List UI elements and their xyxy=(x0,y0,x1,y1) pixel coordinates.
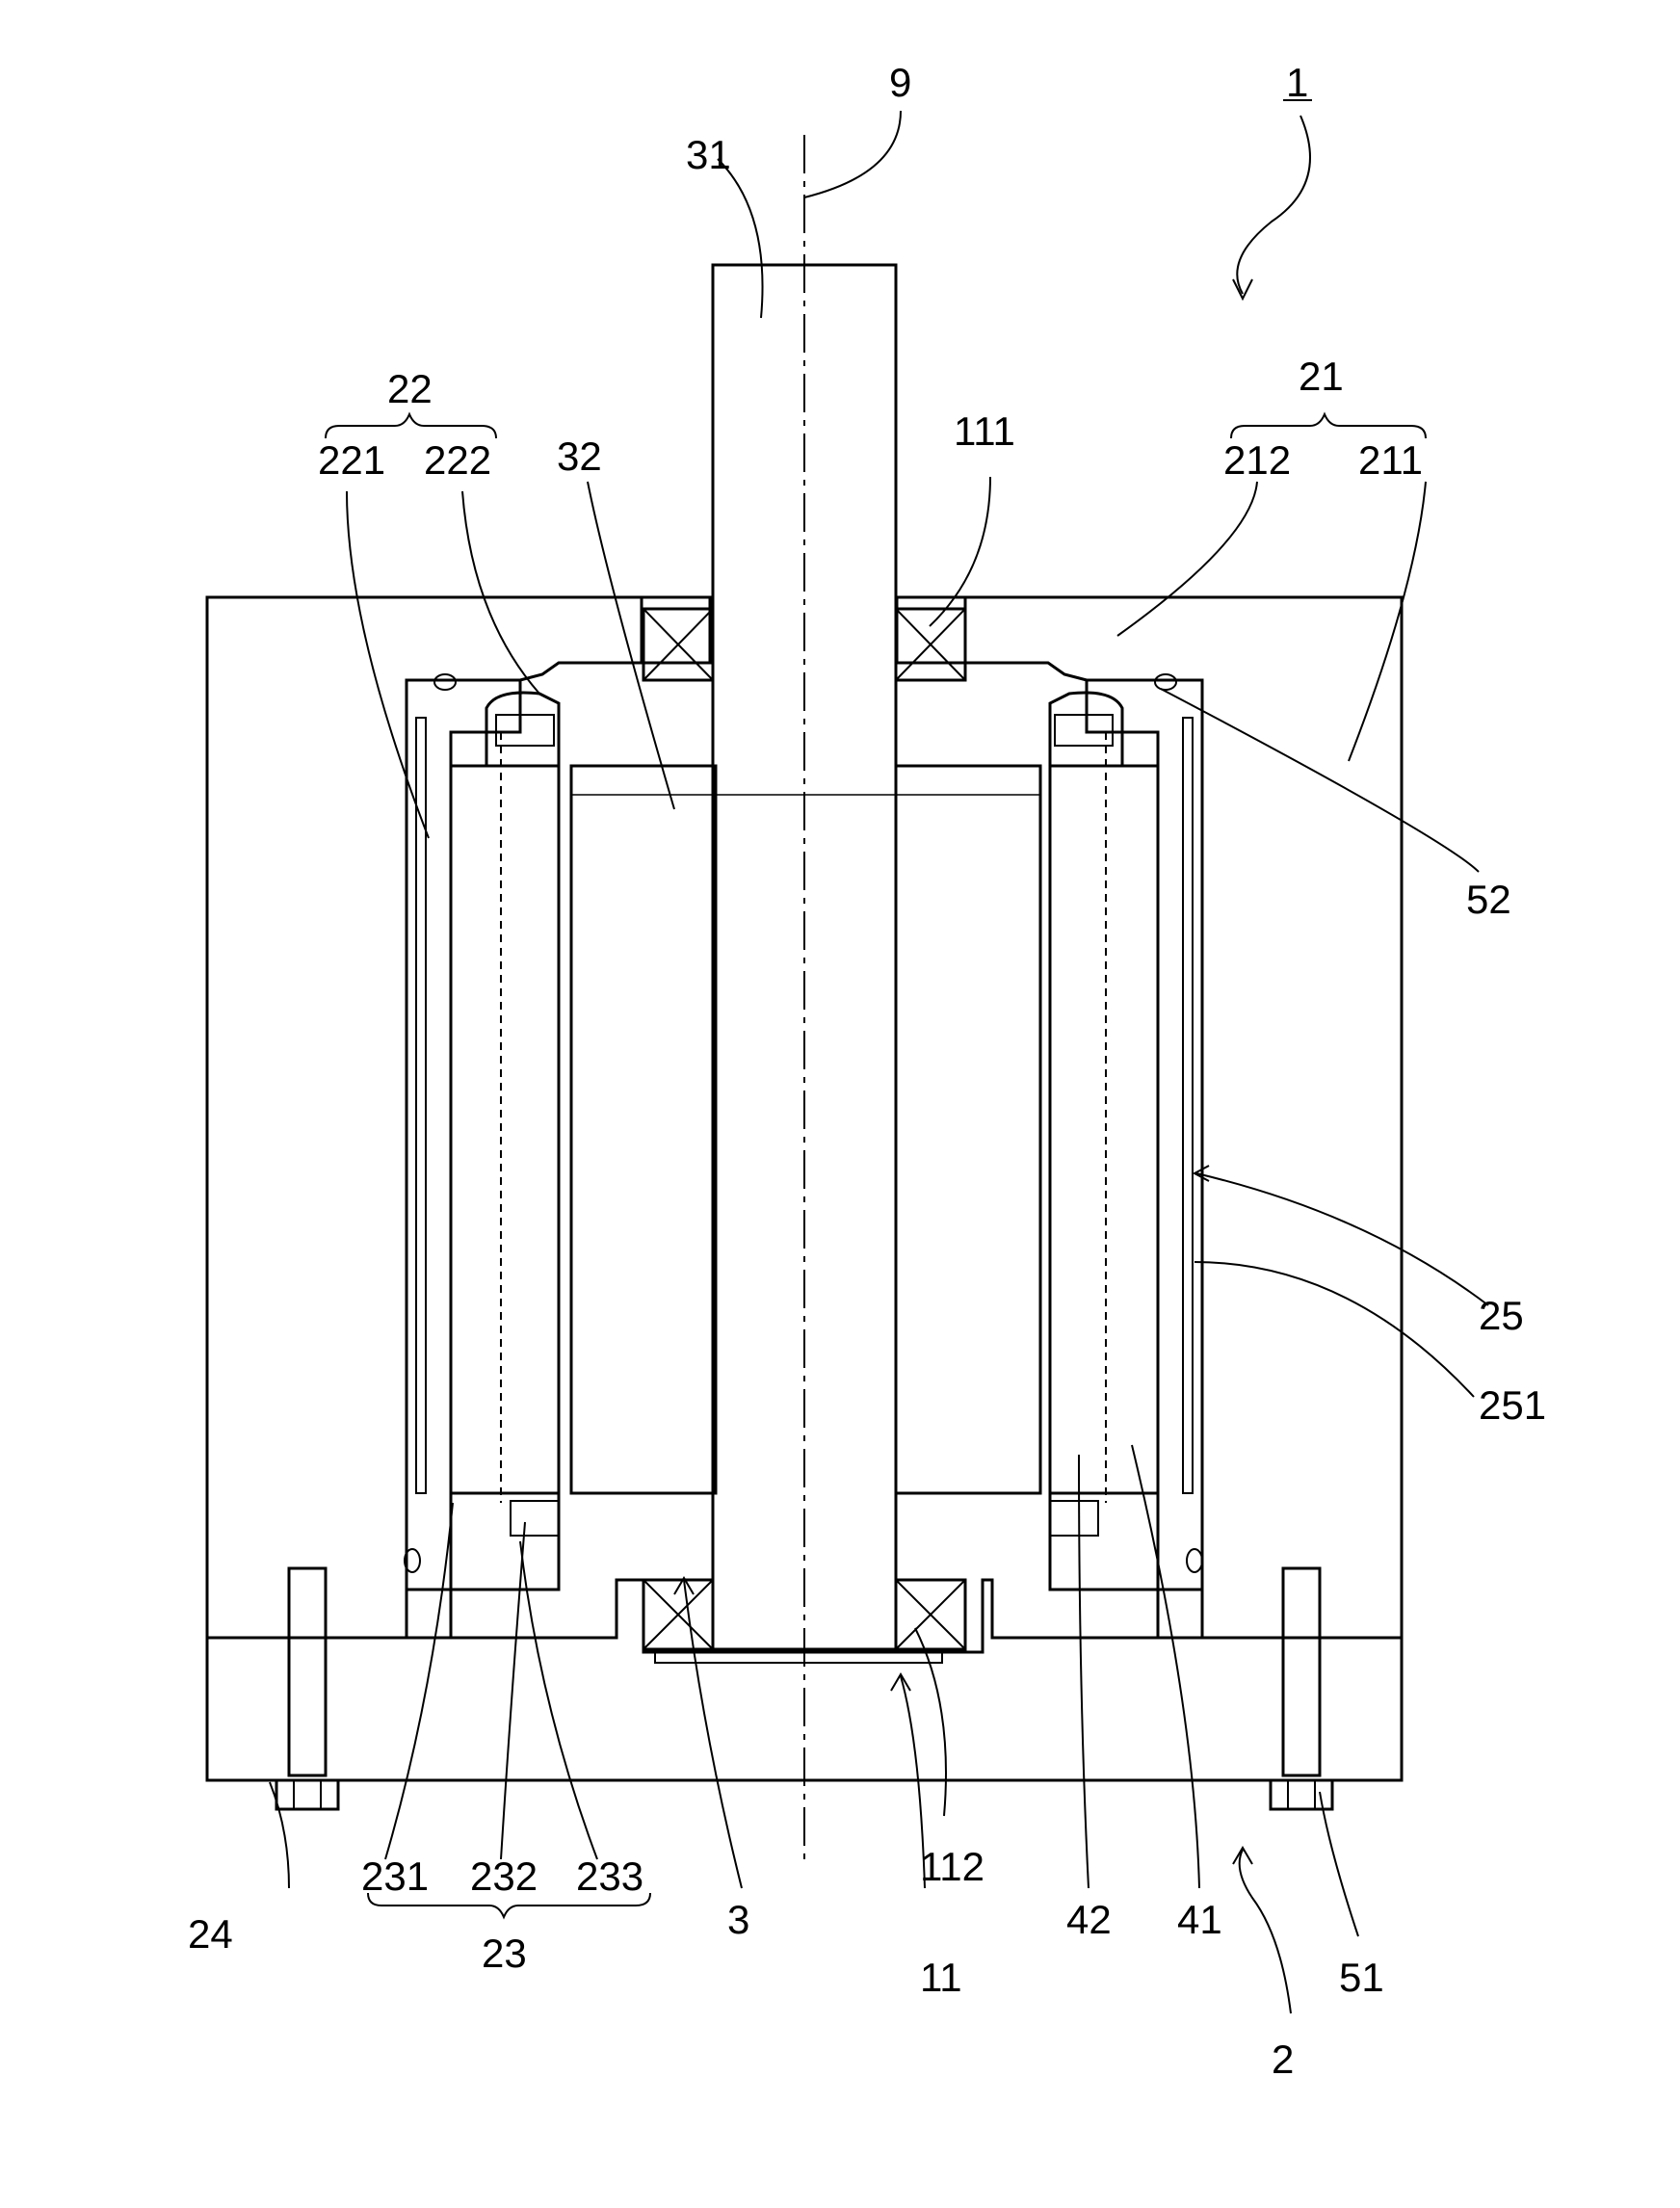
label-233: 233 xyxy=(576,1853,643,1899)
label-3: 3 xyxy=(727,1897,749,1942)
label-23: 23 xyxy=(482,1931,527,1976)
label-222: 222 xyxy=(424,437,491,483)
label-25: 25 xyxy=(1479,1293,1524,1338)
rotor-core xyxy=(571,766,1040,1493)
label-24: 24 xyxy=(188,1911,233,1957)
label-42: 42 xyxy=(1066,1897,1112,1942)
label-32: 32 xyxy=(557,434,602,479)
label-22: 22 xyxy=(387,366,433,411)
label-11: 11 xyxy=(920,1955,962,2000)
label-51: 51 xyxy=(1339,1955,1384,2000)
label-232: 232 xyxy=(470,1853,538,1899)
label-211: 211 xyxy=(1358,437,1423,483)
label-41: 41 xyxy=(1177,1897,1222,1942)
stator-core-right xyxy=(1050,732,1158,1503)
label-111: 111 xyxy=(954,408,1015,454)
stator-core-left xyxy=(451,732,559,1503)
label-251: 251 xyxy=(1479,1382,1546,1428)
label-2: 2 xyxy=(1272,2037,1294,2082)
label-31: 31 xyxy=(686,132,731,177)
shaft xyxy=(713,265,896,1649)
reference-labels: 1 9 31 22 221 222 32 111 21 212 211 52 2… xyxy=(188,60,1546,2082)
label-221: 221 xyxy=(318,437,385,483)
label-231: 231 xyxy=(361,1853,429,1899)
label-212: 212 xyxy=(1223,437,1291,483)
label-112: 112 xyxy=(920,1844,984,1889)
label-52: 52 xyxy=(1466,877,1511,922)
label-21: 21 xyxy=(1299,354,1344,399)
label-1: 1 xyxy=(1286,60,1308,105)
label-9: 9 xyxy=(889,60,911,105)
